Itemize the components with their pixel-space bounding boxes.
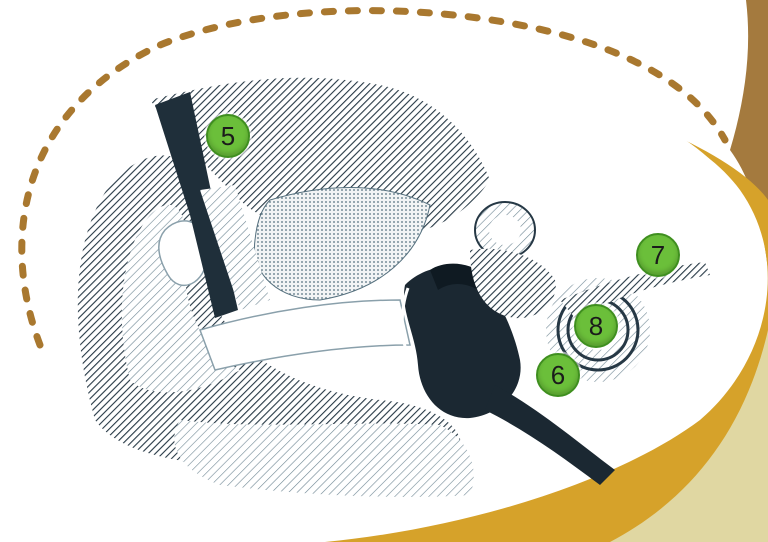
semicircular-canal-hole [489,215,521,245]
marker-5: 5 [206,114,250,158]
marker-8: 8 [574,304,618,348]
marker-7: 7 [636,233,680,277]
marker-6: 6 [536,353,580,397]
